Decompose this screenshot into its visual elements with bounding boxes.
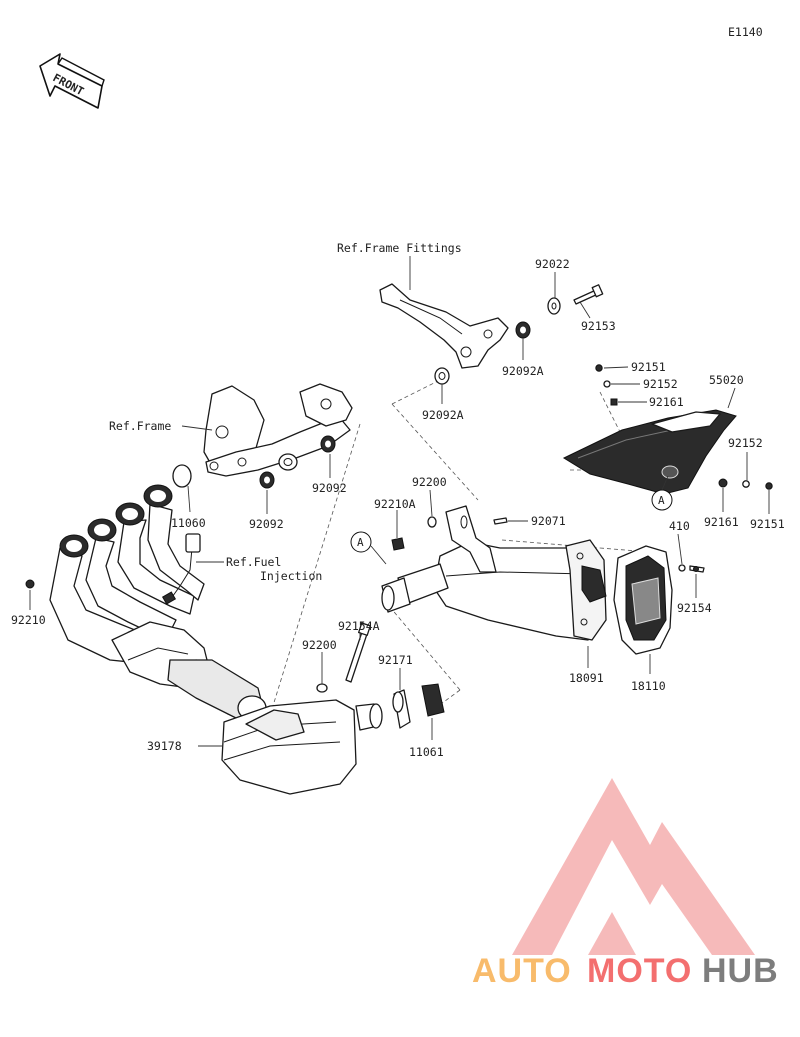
label-92092A-top: 92092A [502, 364, 544, 378]
clamp-92171 [392, 689, 411, 729]
damper-92092-right [320, 435, 336, 453]
label-92161-top: 92161 [649, 395, 684, 409]
washer-92152-top [603, 380, 611, 388]
watermark-text-moto: MOTO [587, 952, 692, 990]
label-92092-right: 92092 [312, 481, 347, 495]
label-92092A-mid: 92092A [422, 408, 464, 422]
washer-92200-low [316, 683, 328, 693]
washer-410 [678, 564, 686, 572]
end-cover-18110 [613, 545, 673, 655]
bolt-92153 [573, 284, 604, 305]
washer-92200-top [427, 516, 437, 528]
screw-92151-right [765, 482, 773, 490]
front-arrow-icon: FRONT [39, 53, 105, 109]
flange-3 [115, 502, 145, 526]
flange-1 [59, 534, 89, 558]
label-92092-left: 92092 [249, 517, 284, 531]
damper-92092-left [259, 471, 275, 489]
diagram-code: E1140 [728, 25, 763, 39]
muffler-body-18091 [381, 539, 607, 641]
label-92154A: 92154A [338, 619, 380, 633]
label-92171: 92171 [378, 653, 413, 667]
svg-text:A: A [658, 494, 665, 507]
gasket-11060 [172, 464, 192, 488]
screw-92151-top [595, 364, 603, 372]
label-11061: 11061 [409, 745, 444, 759]
muffler-bracket [445, 505, 497, 573]
label-92161-right: 92161 [704, 515, 739, 529]
screw-92071 [493, 517, 508, 525]
label-92152-top: 92152 [643, 377, 678, 391]
label-92210: 92210 [11, 613, 46, 627]
bolt-92154 [689, 565, 705, 573]
mid-pipe [167, 659, 267, 721]
label-92071: 92071 [531, 514, 566, 528]
heat-cover-55020 [562, 409, 737, 495]
frame-section [203, 383, 353, 477]
watermark-logo: AUTO MOTO HUB [472, 778, 779, 990]
collar-92161-top [610, 398, 618, 406]
label-92022: 92022 [535, 257, 570, 271]
nut-92210A [391, 537, 405, 551]
label-92151-right: 92151 [750, 517, 785, 531]
gasket-11061 [421, 683, 445, 717]
label-92151-top: 92151 [631, 360, 666, 374]
o2-sensor [161, 533, 201, 605]
flange-4 [143, 484, 173, 508]
label-55020: 55020 [709, 373, 744, 387]
label-92200-low: 92200 [302, 638, 337, 652]
ref-fuel-label-2: Injection [260, 569, 322, 583]
label-92154: 92154 [677, 601, 712, 615]
label-92210A: 92210A [374, 497, 416, 511]
label-18110: 18110 [631, 679, 666, 693]
exhaust-header-pipes [49, 484, 211, 689]
washer-92152-right [742, 480, 750, 488]
label-11060: 11060 [171, 516, 206, 530]
label-92200-top: 92200 [412, 475, 447, 489]
collar-92161-right [718, 478, 728, 488]
damper-92092A-top [515, 321, 531, 339]
washer-92022 [547, 297, 561, 315]
ref-frame-fittings-label: Ref.Frame Fittings [337, 241, 462, 255]
nut-92210 [25, 579, 35, 589]
label-92152-right: 92152 [728, 436, 763, 450]
exhaust-chamber-39178 [221, 699, 383, 795]
watermark-text-auto: AUTO [472, 952, 572, 990]
callout-a-right: A [651, 475, 673, 511]
callout-a-left: A [350, 531, 387, 565]
label-39178: 39178 [147, 739, 182, 753]
bolt-92154A [345, 622, 371, 683]
label-92153: 92153 [581, 319, 616, 333]
damper-92092A-mid [434, 367, 450, 385]
flange-2 [87, 518, 117, 542]
frame-fittings-bracket [379, 283, 509, 369]
svg-text:A: A [357, 536, 364, 549]
watermark-text-hub: HUB [702, 952, 779, 990]
ref-frame-label: Ref.Frame [109, 419, 171, 433]
label-18091: 18091 [569, 671, 604, 685]
ref-fuel-label-1: Ref.Fuel [226, 555, 281, 569]
label-410: 410 [669, 519, 690, 533]
